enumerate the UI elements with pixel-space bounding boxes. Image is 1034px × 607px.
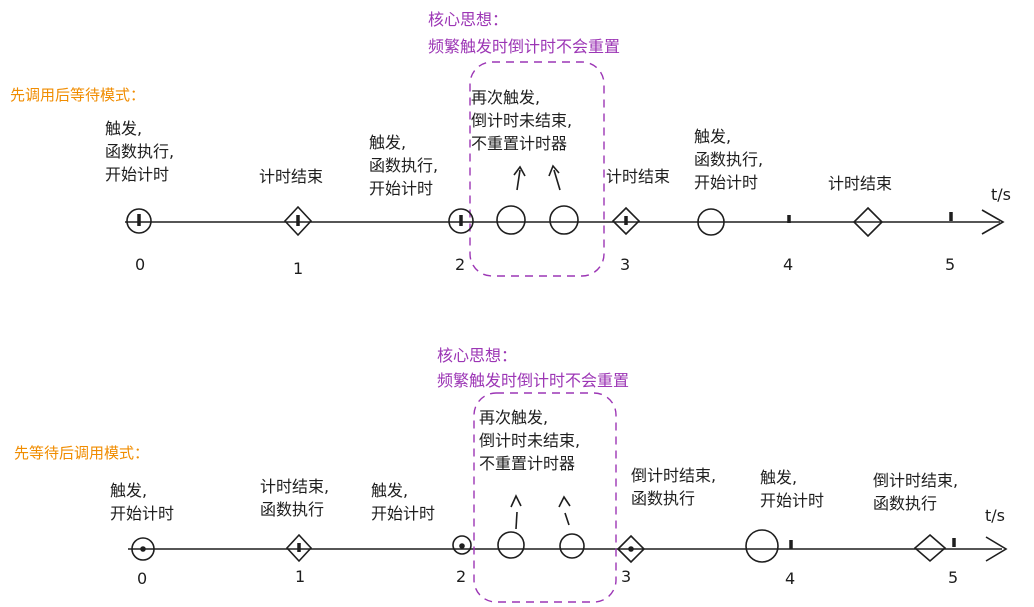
tick-label: 5 (945, 255, 956, 274)
retrigger-circle (559, 533, 585, 559)
mode-label: 先等待后调用模式： (14, 444, 150, 462)
annotation-trigger-0: 触发, 函数执行, 开始计时 (105, 119, 175, 184)
trigger-circle (448, 208, 474, 234)
annotation-timer-end-5: 计时结束 (828, 174, 893, 193)
trigger-circle (745, 529, 779, 563)
retrigger-arrow (515, 511, 518, 530)
retrigger-arrow (516, 169, 521, 191)
diagram1 (125, 61, 1005, 277)
tick-label: 0 (137, 569, 148, 588)
trigger-circle (126, 208, 152, 234)
trigger-circle (697, 208, 725, 236)
retrigger-arrowhead (548, 164, 560, 177)
timer-end-diamond (616, 534, 646, 564)
mode-label: 先调用后等待模式： (10, 86, 146, 104)
timer-end-diamond (852, 206, 884, 238)
annotation-trigger-2: 触发, 函数执行, 开始计时 (369, 133, 439, 198)
retrigger-circle (497, 531, 525, 559)
tick-label: 1 (295, 567, 306, 586)
diagram2 (128, 392, 1008, 603)
tick-label: 2 (455, 255, 466, 274)
retrigger-circle (496, 205, 526, 235)
annotation-timer-end-5: 倒计时结束, 函数执行 (873, 471, 959, 513)
retrigger-arrow (564, 512, 570, 526)
tick-label: 5 (948, 568, 959, 587)
axis-unit-label: t/s (991, 185, 1011, 204)
annotation-retrigger: 再次触发, 倒计时未结束, 不重置计时器 (479, 408, 581, 473)
axis-arrowhead (981, 209, 1005, 235)
annotation-trigger-2: 触发, 开始计时 (371, 481, 436, 523)
retrigger-arrowhead (513, 165, 526, 177)
idea-title: 核心思想： (428, 10, 509, 29)
annotation-timer-end-1: 计时结束, 函数执行 (260, 477, 330, 519)
annotation-trigger-0: 触发, 开始计时 (110, 481, 175, 523)
idea-description: 频繁触发时倒计时不会重置 (437, 371, 630, 390)
retrigger-circle (549, 205, 579, 235)
tick-label: 3 (620, 255, 631, 274)
idea-description: 频繁触发时倒计时不会重置 (428, 37, 621, 56)
focus-box (473, 392, 617, 603)
timer-end-diamond (913, 533, 947, 563)
idea-title: 核心思想： (437, 346, 518, 365)
tick-label: 0 (135, 255, 146, 274)
annotation-timer-end-1: 计时结束 (259, 167, 324, 186)
trigger-dot (140, 546, 146, 552)
tick-label: 3 (621, 567, 632, 586)
axis-unit-label: t/s (985, 506, 1005, 525)
annotation-timer-end-3: 倒计时结束, 函数执行 (631, 466, 717, 508)
tick-label: 4 (785, 569, 796, 588)
annotation-retrigger: 再次触发, 倒计时未结束, 不重置计时器 (471, 88, 573, 153)
annotation-trigger-4: 触发, 开始计时 (760, 468, 825, 510)
timer-end-dot (628, 546, 634, 552)
axis-arrowhead (985, 536, 1008, 562)
tick-label: 2 (456, 567, 467, 586)
timer-end-diamond (285, 533, 313, 563)
focus-box (469, 61, 605, 277)
timer-end-diamond (283, 205, 313, 237)
trigger-circle (131, 537, 155, 561)
tick-label: 4 (783, 255, 794, 274)
tick-label: 1 (293, 259, 304, 278)
retrigger-arrow (553, 169, 561, 191)
retrigger-arrowhead (558, 495, 571, 508)
retrigger-arrowhead (510, 494, 522, 508)
timer-end-diamond (611, 206, 641, 236)
trigger-circle (452, 535, 472, 555)
annotation-timer-end-3: 计时结束 (606, 167, 671, 186)
annotation-trigger-4: 触发, 函数执行, 开始计时 (694, 127, 764, 192)
trigger-dot (459, 543, 465, 549)
